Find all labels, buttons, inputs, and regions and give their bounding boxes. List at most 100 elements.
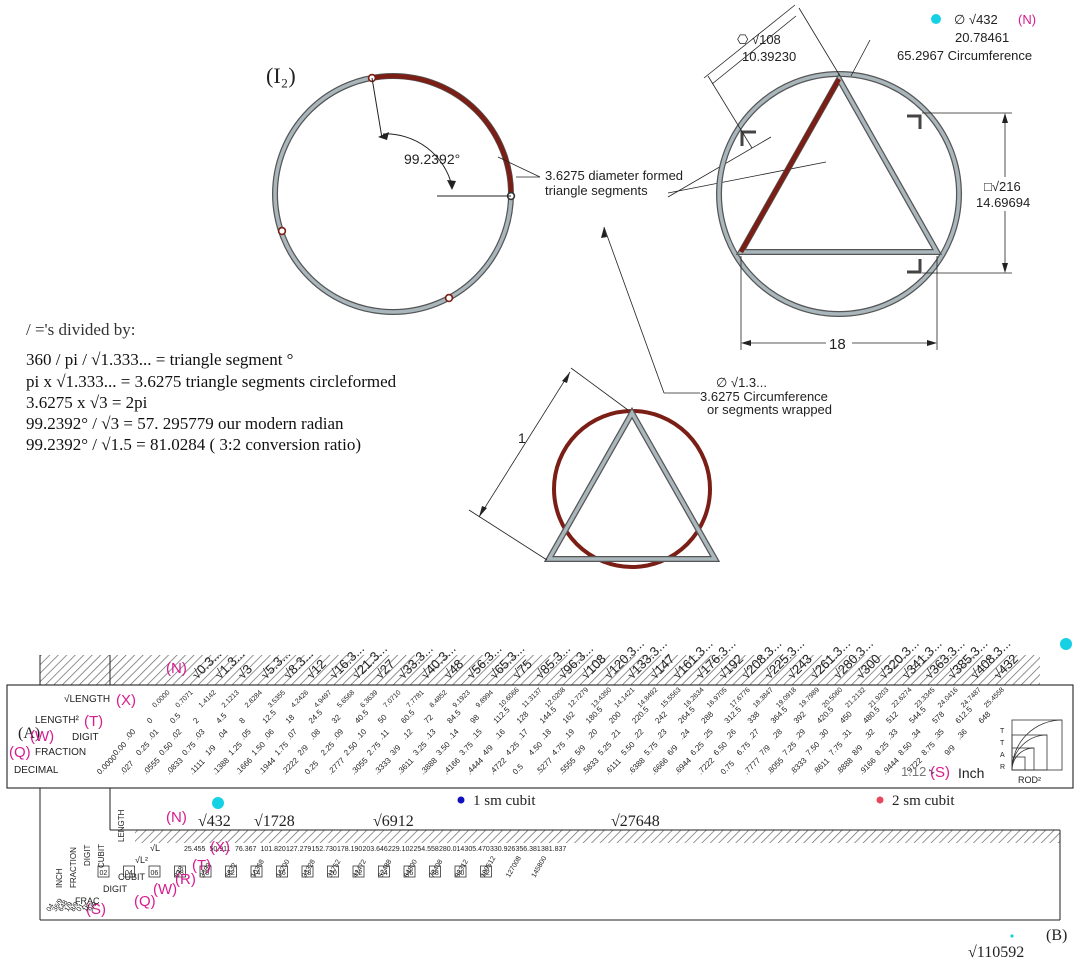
inscribed-triangle <box>735 72 943 255</box>
lower-label-l2: √L² <box>135 855 148 865</box>
pink-dot <box>876 796 884 804</box>
lower-length-value: 203.646 <box>363 846 388 853</box>
lower-box <box>429 865 441 878</box>
small-circ-label: 3.6275 Circumference <box>700 389 828 404</box>
lower-length-value: 280.014 <box>439 846 464 853</box>
svg-text:A: A <box>1000 752 1005 759</box>
cyan-dot <box>931 14 941 24</box>
circle-root-label: ∅ √432 <box>954 12 998 27</box>
arrowhead <box>562 372 570 383</box>
lower-box <box>276 865 288 878</box>
diameter-note: triangle segments <box>545 183 648 198</box>
svg-text:R: R <box>1000 764 1005 771</box>
tag-b: (B) <box>1046 927 1067 944</box>
leader-line <box>667 161 827 194</box>
lower-length-value: 25.455 <box>184 846 206 853</box>
formula-line: pi x √1.333... = 3.6275 triangle segment… <box>26 372 397 391</box>
lower-label-inch-v: INCH <box>55 868 64 888</box>
dim-bg <box>980 177 1040 211</box>
lower-box-label: 26 <box>406 870 414 877</box>
i2-node <box>277 226 287 236</box>
tag-q: (Q) <box>9 744 31 761</box>
square-mark <box>740 130 756 146</box>
lower-box <box>352 865 365 878</box>
side-value: 01 <box>76 903 86 913</box>
arrowhead <box>1002 113 1008 123</box>
lower-length-value: 381.837 <box>541 846 566 853</box>
leader-line <box>603 226 665 394</box>
figure-i2: (I₂) 99.2392° 3.6275 diameter formed tri… <box>266 63 827 315</box>
lower-box-label: 08 <box>176 870 184 877</box>
lower-box-label: 28 <box>431 870 439 877</box>
arrowhead <box>447 180 456 190</box>
lower-box-label: 24 <box>380 870 388 877</box>
lower-length-value: 229.102 <box>388 846 413 853</box>
circumference-label: 65.2967 Circumference <box>897 48 1032 63</box>
dimension-line <box>570 367 629 411</box>
tag-t: (T) <box>84 713 103 730</box>
lower-box <box>97 865 110 878</box>
lower-label-digit: DIGIT <box>103 884 128 894</box>
lower-root: √432 <box>198 813 231 830</box>
lower-label-length: LENGTH <box>117 809 126 842</box>
lower-root: √6912 <box>373 813 414 830</box>
lower-box-label: 22 <box>355 870 363 877</box>
formula-line: 3.6275 x √3 = 2pi <box>26 393 148 412</box>
i2-red-arc <box>371 73 514 197</box>
lower-box-label: 10 <box>202 870 210 877</box>
ruler-decimal-value: 1 <box>927 767 937 777</box>
formula-line: 360 / pi / √1.333... = triangle segment … <box>26 350 294 369</box>
lower-label-digit-v: DIGIT <box>83 845 92 866</box>
hex-value-label: 10.39230 <box>742 49 796 64</box>
square-mark <box>907 114 922 129</box>
side-value: 1/9 <box>64 901 75 913</box>
small-circle <box>552 409 712 569</box>
scale-label: 1:12 <box>901 764 926 779</box>
ruler-top-hatch <box>40 655 1040 685</box>
lower-box-label: 12 <box>227 870 235 877</box>
side-value: 648 <box>58 899 70 913</box>
tag-q: (Q) <box>134 893 156 910</box>
arrowhead <box>927 340 937 346</box>
lower-length-value: 101.820 <box>261 846 286 853</box>
tag-n: (N) <box>166 809 187 826</box>
small-triangle-fill <box>545 409 719 561</box>
lower-misc-value: 127008 <box>505 855 523 879</box>
lower-box-label: 16 <box>278 870 286 877</box>
lower-box-label: 04 <box>125 870 133 877</box>
cyan-dot <box>1010 934 1014 938</box>
lower-box <box>199 865 212 878</box>
arrowhead <box>601 227 607 238</box>
tag-s: (S) <box>86 901 106 918</box>
leader-line <box>497 156 541 178</box>
rod-emblem: T T A R <box>1000 719 1063 771</box>
tag-r: (R) <box>175 871 196 888</box>
figure-large-circle: □√216 14.69694 18 ⎔ √108 10.39230 ∅ √432… <box>703 4 1040 353</box>
formula-line: 99.2392° / √1.5 = 81.0284 ( 3:2 conversi… <box>26 435 361 454</box>
lower-label-cubit: CUBIT <box>118 872 146 882</box>
cubit2-label: 2 sm cubit <box>892 793 955 809</box>
arrowhead <box>479 506 487 517</box>
circle-value-label: 20.78461 <box>955 30 1009 45</box>
row-label-fraction: FRACTION <box>35 747 86 758</box>
lower-root: √1728 <box>254 813 295 830</box>
hex-root-label: ⎔ √108 <box>737 32 781 47</box>
angle-label: 99.2392° <box>404 151 460 167</box>
lower-misc-value: 145800 <box>531 855 549 879</box>
side-value: 04 <box>46 903 56 913</box>
rod-label: ROD² <box>1018 775 1041 785</box>
dimension-1: 1 <box>518 430 526 446</box>
lower-length-value: 178.190 <box>337 846 362 853</box>
inch-label: Inch <box>958 765 984 781</box>
lower-box <box>123 865 135 878</box>
lower-box-label: 30 <box>457 870 465 877</box>
i2-angle-arc <box>382 133 453 187</box>
lower-length-value: 356.381 <box>516 846 541 853</box>
inscribed-triangle-fill <box>737 75 941 254</box>
lower-length-value: 305.470 <box>465 846 490 853</box>
small-root-label: ∅ √1.3... <box>716 375 767 390</box>
lower-box <box>174 865 186 878</box>
lower-box-label: 06 <box>151 870 159 877</box>
ruler: √0.3...√1.3...√3√5.3...√8.3...√12√16.3..… <box>6 636 1074 961</box>
